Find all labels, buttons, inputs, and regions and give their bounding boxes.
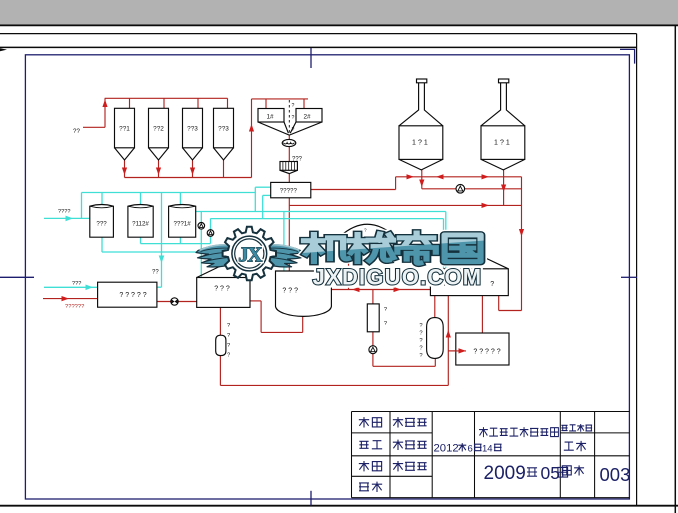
svg-text:??: ?? <box>73 128 80 135</box>
svg-text:??: ?? <box>152 270 159 276</box>
svg-text:? ? ?: ? ? ? <box>282 288 298 295</box>
svg-text:?: ? <box>364 228 367 233</box>
svg-text:JXDIGUO.COM: JXDIGUO.COM <box>313 265 483 290</box>
svg-text:???1#: ???1# <box>173 220 191 227</box>
svg-text:?: ? <box>419 323 423 329</box>
svg-text:1#: 1# <box>267 114 275 121</box>
svg-text:?: ? <box>227 333 231 339</box>
svg-text:? ? ? ? ?: ? ? ? ? ? <box>119 292 146 299</box>
svg-text:????: ???? <box>58 209 70 215</box>
svg-text:? ? ? ? ?: ? ? ? ? ? <box>473 349 500 356</box>
svg-text:??3: ??3 <box>218 126 229 133</box>
svg-text:2#: 2# <box>304 114 312 121</box>
svg-text:003: 003 <box>600 464 631 485</box>
svg-text:JXDIGUO.COM: JXDIGUO.COM <box>313 265 483 290</box>
svg-text:JX: JX <box>238 242 262 266</box>
svg-text:? ? ? ? ?: ? ? ? ? ? <box>443 281 497 288</box>
svg-text:?: ? <box>419 353 423 359</box>
svg-text:?: ? <box>419 338 423 344</box>
svg-text:?????: ????? <box>280 188 298 195</box>
svg-text:???: ??? <box>72 281 81 287</box>
svg-text:?: ? <box>384 307 388 313</box>
svg-text:05: 05 <box>541 463 560 483</box>
svg-text:?: ? <box>419 346 423 352</box>
svg-text:?: ? <box>227 353 231 359</box>
svg-text:?: ? <box>227 323 231 329</box>
svg-text:?: ? <box>384 321 388 327</box>
svg-text:1?1: 1?1 <box>494 140 512 147</box>
svg-text:?: ? <box>419 331 423 337</box>
svg-text:2012: 2012 <box>434 442 459 454</box>
svg-text:??1: ??1 <box>119 126 130 133</box>
svg-text:???: ??? <box>96 220 107 227</box>
svg-text:14: 14 <box>482 443 493 454</box>
svg-text:??????: ?????? <box>65 304 85 310</box>
svg-text:6: 6 <box>468 443 473 454</box>
svg-text:??3: ??3 <box>187 126 198 133</box>
svg-text:2009: 2009 <box>484 463 526 484</box>
svg-text:JX: JX <box>238 242 262 266</box>
svg-text:???: ??? <box>292 157 303 163</box>
svg-text:??2: ??2 <box>153 126 164 133</box>
svg-text:?: ? <box>292 115 295 121</box>
svg-text:?: ? <box>227 343 231 349</box>
svg-text:?: ? <box>292 103 295 109</box>
svg-text:1?1: 1?1 <box>412 140 430 147</box>
svg-text:? ? ?: ? ? ? <box>214 286 230 293</box>
svg-text:?: ? <box>292 127 295 133</box>
svg-text:?112#: ?112# <box>132 220 149 227</box>
